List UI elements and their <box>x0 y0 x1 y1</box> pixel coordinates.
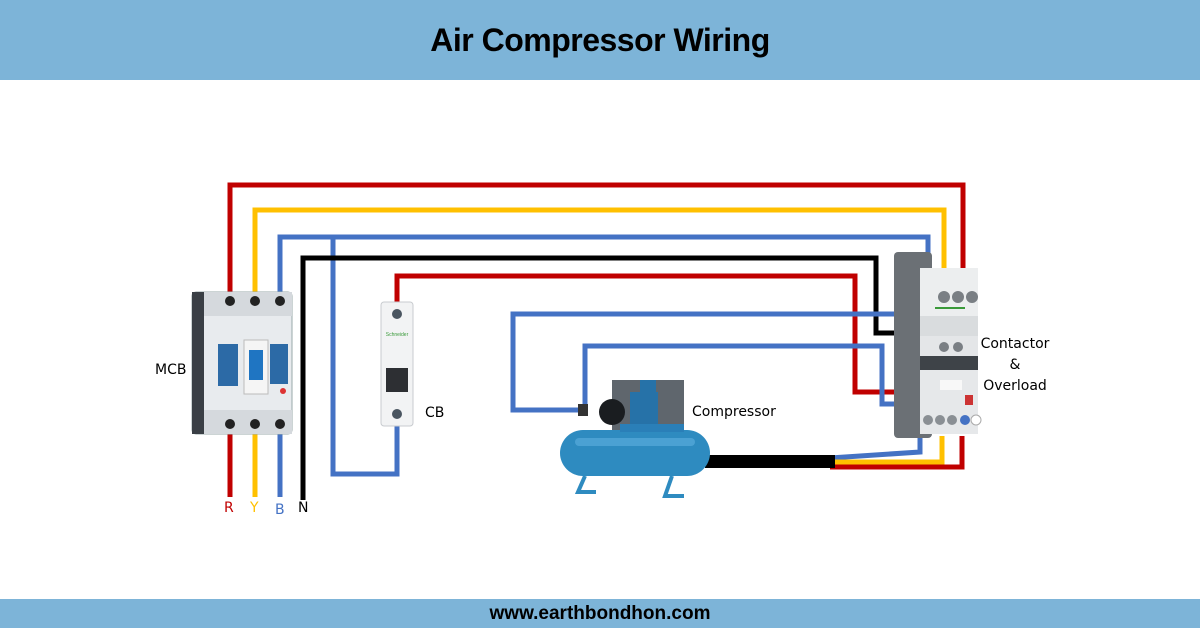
phase-label-n: N <box>298 500 308 516</box>
website-url: www.earthbondhon.com <box>489 602 711 624</box>
mcb-label: MCB <box>155 362 186 378</box>
wire-motor-r <box>830 436 965 470</box>
motor-cable <box>705 455 835 468</box>
cb-label: CB <box>425 405 444 421</box>
cb-brand-label: Schneider <box>386 332 409 338</box>
compressor-label: Compressor <box>692 404 776 420</box>
phase-label-y: Y <box>249 500 259 516</box>
overload-label: Overload <box>983 378 1047 394</box>
ampersand-label: & <box>1010 357 1021 373</box>
phase-label-r: R <box>224 500 234 516</box>
wire-b-main <box>277 234 931 300</box>
wire-motor-b <box>829 436 923 461</box>
mcb-device <box>191 291 293 435</box>
wire-r-main <box>227 182 966 300</box>
wire-b-cb <box>330 237 400 477</box>
footer-bar: www.earthbondhon.com <box>0 599 1200 628</box>
wiring-diagram: Schneider MCB <box>155 182 1050 518</box>
wire-y-main <box>252 207 947 300</box>
page-title: Air Compressor Wiring <box>430 21 770 58</box>
title-bar: Air Compressor Wiring <box>0 0 1200 80</box>
compressor-device <box>560 380 710 498</box>
phase-label-b: B <box>275 502 285 518</box>
contactor-overload-device <box>894 252 982 438</box>
cb-device: Schneider <box>380 301 414 427</box>
wire-motor-y <box>830 436 945 465</box>
contactor-label: Contactor <box>981 336 1050 352</box>
